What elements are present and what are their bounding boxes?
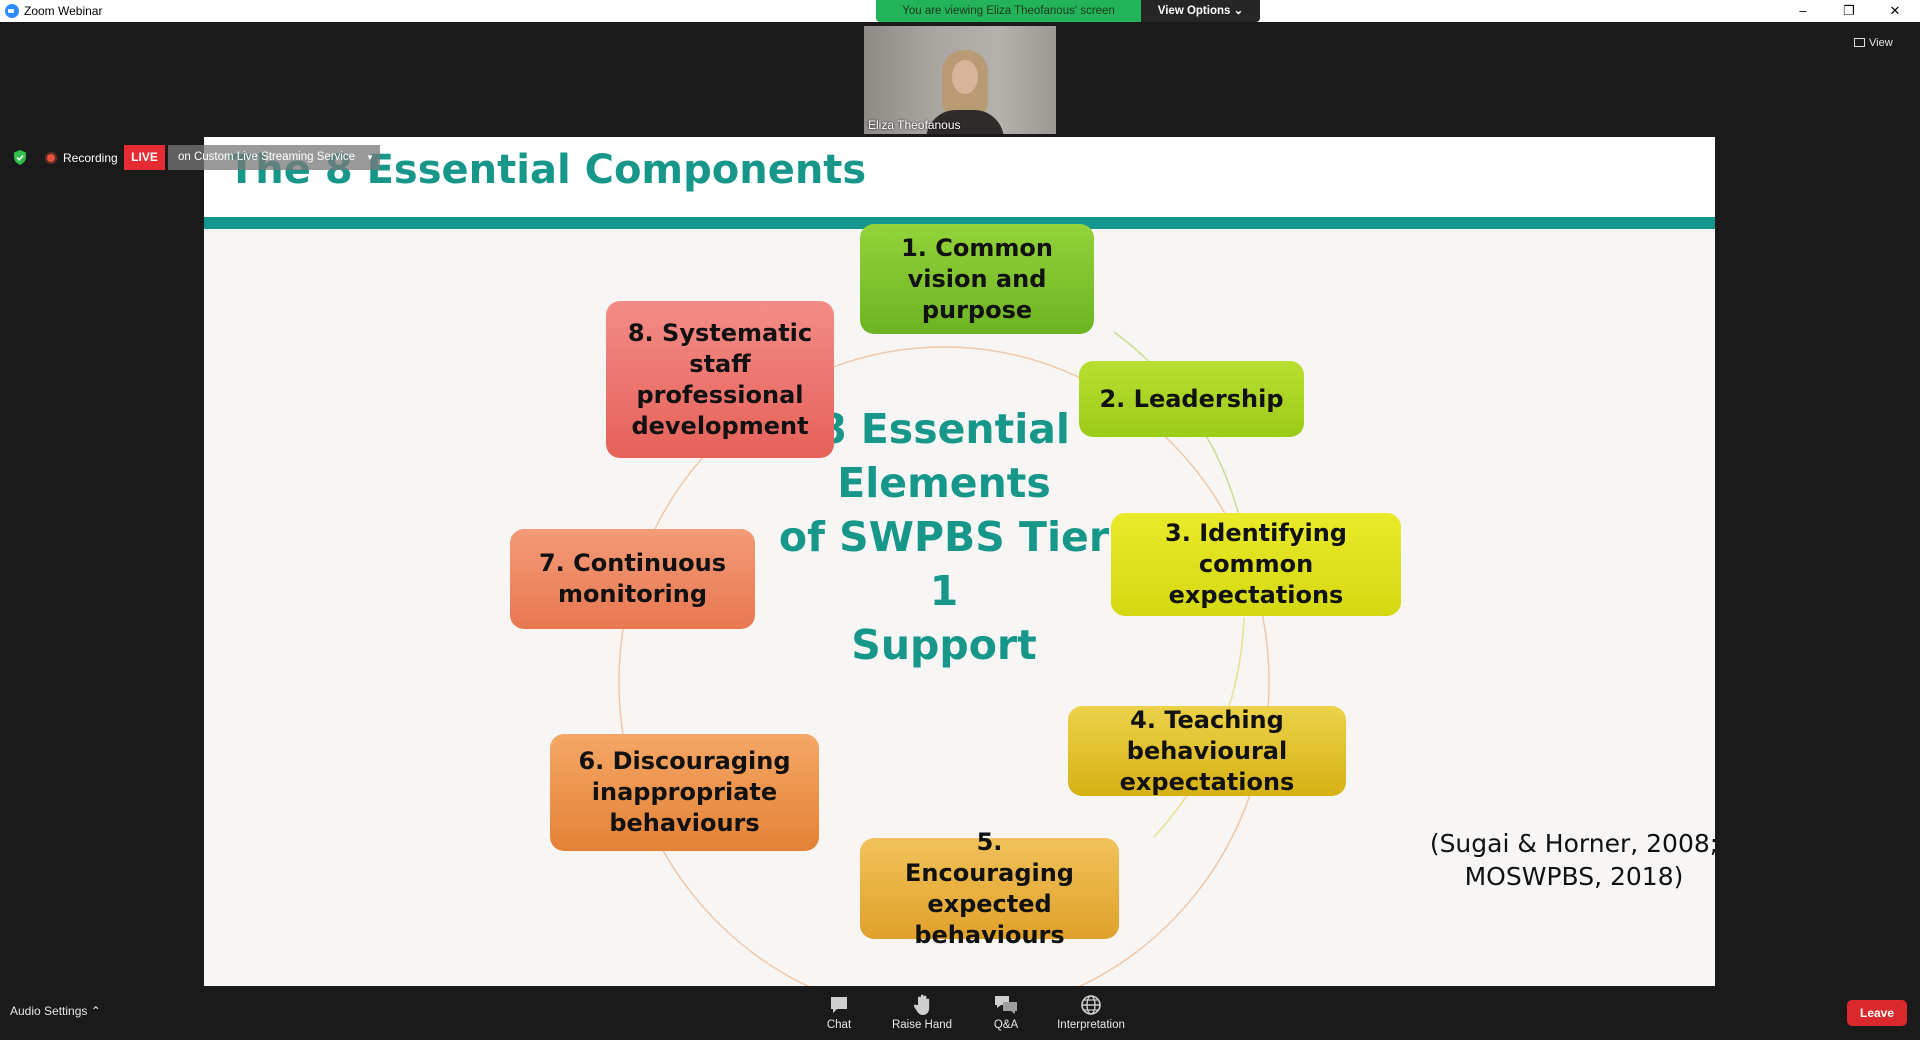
component-label: 2. Leadership bbox=[1099, 384, 1284, 413]
center-heading-line: Elements bbox=[837, 459, 1051, 507]
component-5-box: 5. Encouraging expected behaviours bbox=[860, 828, 1119, 949]
audio-settings-button[interactable]: Audio Settings ⌃ bbox=[10, 1004, 101, 1018]
speaker-face bbox=[952, 60, 978, 94]
component-label: 4. Teaching behavioural expectations bbox=[1119, 705, 1295, 796]
restore-button[interactable]: ❐ bbox=[1843, 3, 1855, 18]
qa-icon bbox=[995, 996, 1017, 1014]
window-title: Zoom Webinar bbox=[24, 4, 103, 18]
center-heading-line: Support bbox=[851, 621, 1037, 669]
minimize-button[interactable]: – bbox=[1799, 3, 1807, 18]
component-4-box: 4. Teaching behavioural expectations bbox=[1068, 706, 1346, 796]
component-8-box: 8. Systematic staff professional develop… bbox=[606, 301, 834, 458]
slide-divider-rule bbox=[204, 217, 1715, 229]
chat-label: Chat bbox=[826, 1019, 852, 1031]
citation: (Sugai & Horner, 2008; MOSWPBS, 2018) bbox=[1424, 827, 1715, 893]
shared-slide: The 8 Essential Components 8 Essential E… bbox=[204, 137, 1715, 986]
recording-label[interactable]: Recording bbox=[63, 151, 118, 165]
globe-icon bbox=[1081, 995, 1101, 1015]
recording-dot-icon bbox=[45, 152, 57, 164]
slide-title-area: The 8 Essential Components bbox=[204, 137, 1715, 217]
component-label: 5. Encouraging expected behaviours bbox=[905, 827, 1074, 949]
view-options-button[interactable]: View Options ⌄ bbox=[1141, 0, 1260, 22]
grid-view-icon bbox=[1854, 38, 1865, 47]
component-3-box: 3. Identifying common expectations bbox=[1111, 513, 1401, 616]
security-shield-icon[interactable] bbox=[13, 150, 27, 165]
speaker-name: Eliza Theofanous bbox=[868, 118, 961, 132]
interpretation-button[interactable]: Interpretation bbox=[1046, 993, 1136, 1031]
component-6-box: 6. Discouraging inappropriate behaviours bbox=[550, 734, 819, 851]
screen-share-banner: You are viewing Eliza Theofanous' screen… bbox=[876, 0, 1260, 22]
center-heading: 8 Essential Elements of SWPBS Tier 1 Sup… bbox=[764, 402, 1124, 672]
zoom-logo-icon bbox=[5, 4, 19, 18]
viewing-screen-label: You are viewing Eliza Theofanous' screen bbox=[876, 0, 1141, 22]
raise-hand-label: Raise Hand bbox=[891, 1019, 953, 1031]
dropdown-arrow-icon: ▼ bbox=[366, 153, 374, 162]
live-stream-label: on Custom Live Streaming Service bbox=[178, 151, 356, 163]
chat-button[interactable]: Chat bbox=[794, 993, 884, 1031]
component-label: 3. Identifying common expectations bbox=[1165, 519, 1347, 609]
leave-button[interactable]: Leave bbox=[1847, 1000, 1907, 1026]
raise-hand-icon bbox=[913, 994, 930, 1015]
component-label: 7. Continuous monitoring bbox=[538, 549, 727, 608]
qa-button[interactable]: Q&A bbox=[961, 993, 1051, 1031]
view-button[interactable]: View bbox=[1854, 34, 1893, 52]
speaker-video-thumbnail[interactable]: Eliza Theofanous bbox=[864, 26, 1056, 134]
component-label: 6. Discouraging inappropriate behaviours bbox=[578, 747, 791, 837]
component-2-box: 2. Leadership bbox=[1079, 361, 1304, 437]
citation-line: (Sugai & Horner, 2008; bbox=[1429, 829, 1715, 858]
center-heading-line: 8 Essential bbox=[818, 405, 1070, 453]
citation-line: MOSWPBS, 2018) bbox=[1464, 862, 1684, 891]
live-stream-dropdown[interactable]: on Custom Live Streaming Service ▼ bbox=[168, 145, 380, 170]
center-heading-line: of SWPBS Tier 1 bbox=[778, 513, 1110, 615]
component-7-box: 7. Continuous monitoring bbox=[510, 529, 755, 629]
close-button[interactable]: ✕ bbox=[1889, 3, 1901, 18]
component-1-box: 1. Common vision and purpose bbox=[860, 224, 1094, 334]
live-badge: LIVE bbox=[124, 145, 165, 170]
raise-hand-button[interactable]: Raise Hand bbox=[877, 993, 967, 1031]
qa-label: Q&A bbox=[993, 1019, 1019, 1031]
chat-icon bbox=[831, 997, 847, 1013]
view-button-label: View bbox=[1869, 37, 1893, 49]
interpretation-label: Interpretation bbox=[1057, 1019, 1125, 1031]
component-label: 1. Common vision and purpose bbox=[901, 233, 1053, 324]
cycle-ring bbox=[618, 346, 1270, 986]
component-label: 8. Systematic staff professional develop… bbox=[627, 318, 813, 440]
